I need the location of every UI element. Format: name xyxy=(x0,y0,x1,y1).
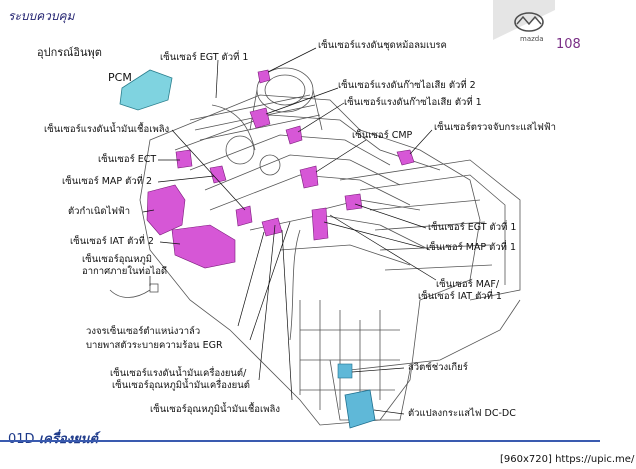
label-oil-1: เซ็นเซอร์แรงดันน้ำมันเครื่องยนต์/ xyxy=(110,368,247,379)
label-map1: เซ็นเซอร์ MAP ตัวที่ 1 xyxy=(426,242,516,253)
label-exhaust-pressure-1: เซ็นเซอร์แรงดันก๊าซไอเสีย ตัวที่ 1 xyxy=(344,97,482,108)
current-sensor-part xyxy=(396,149,415,166)
mazda-logo: mazda xyxy=(493,0,555,50)
label-brake-booster: เซ็นเซอร์แรงดันชุดหม้อลมเบรค xyxy=(318,40,447,51)
fuel-pressure-part xyxy=(235,205,253,227)
exhaust-pressure-1-part xyxy=(285,125,303,145)
footer-section: 01D เครื่องยนต์ xyxy=(8,428,98,449)
engine-diagram xyxy=(109,47,521,429)
egr-part xyxy=(261,217,283,237)
label-dcdc: ตัวแปลงกระแสไฟ DC-DC xyxy=(408,408,516,419)
watermark: [960x720] https://upic.me/ xyxy=(498,453,636,466)
label-cmp: เซ็นเซอร์ CMP xyxy=(352,130,413,141)
label-map2: เซ็นเซอร์ MAP ตัวที่ 2 xyxy=(62,176,152,187)
dcdc-converter xyxy=(344,389,376,429)
cmp-part xyxy=(299,165,319,189)
leader-lines xyxy=(142,47,437,415)
section-subtitle: อุปกรณ์อินพุต xyxy=(37,46,102,59)
label-iat2: เซ็นเซอร์ IAT ตัวที่ 2 xyxy=(70,236,154,247)
label-egt1-top: เซ็นเซอร์ EGT ตัวที่ 1 xyxy=(160,52,249,63)
exhaust-pressure-2-part xyxy=(249,107,271,129)
label-ambient-temp-1: เซ็นเซอร์อุณหภูมิ xyxy=(82,254,152,265)
iat2-part xyxy=(171,224,236,269)
label-gear-switch: สวิตช์ช่วงเกียร์ xyxy=(408,362,468,373)
footer-section-code: 01D xyxy=(8,432,35,447)
svg-text:mazda: mazda xyxy=(520,35,544,43)
ambient-temp-sensor xyxy=(109,283,159,298)
egt1-part xyxy=(344,193,363,211)
label-exhaust-pressure-2: เซ็นเซอร์แรงดันก๊าซไอเสีย ตัวที่ 2 xyxy=(338,80,476,91)
label-ect: เซ็นเซอร์ ECT xyxy=(98,154,157,165)
label-egr-1: วงจรเซ็นเซอร์ตำแหน่งวาล์ว xyxy=(86,326,201,337)
label-current-sensor: เซ็นเซอร์ตรวจจับกระแสไฟฟ้า xyxy=(434,122,556,133)
label-egr-2: บายพาสตัวระบายความร้อน EGR xyxy=(86,340,223,351)
map1-part xyxy=(311,207,329,241)
label-oil-2: เซ็นเซอร์อุณหภูมิน้ำมันเครื่องยนต์ xyxy=(112,380,250,391)
label-pcm: PCM xyxy=(108,71,132,84)
page-title: ระบบควบคุม xyxy=(8,9,75,23)
label-ambient-temp-2: อากาศภายในท่อไอดี xyxy=(82,266,168,277)
label-maf-1: เซ็นเซอร์ MAF/ xyxy=(436,279,500,290)
brake-booster-sensor-part xyxy=(257,69,271,84)
highlighted-sensors xyxy=(146,69,415,269)
ect-part xyxy=(175,149,193,169)
map2-part xyxy=(209,165,227,184)
label-maf-2: เซ็นเซอร์ IAT ตัวที่ 1 xyxy=(418,291,502,302)
page-number: 108 xyxy=(556,37,581,52)
generator-part xyxy=(146,184,186,236)
label-egt1-right: เซ็นเซอร์ EGT ตัวที่ 1 xyxy=(428,222,517,233)
gear-switch xyxy=(337,363,353,379)
label-generator: ตัวกำเนิดไฟฟ้า xyxy=(68,206,131,217)
footer-rule xyxy=(0,440,600,442)
label-fuel-pressure: เซ็นเซอร์แรงดันน้ำมันเชื้อเพลิง xyxy=(44,124,170,135)
footer-section-name: เครื่องยนต์ xyxy=(39,432,98,447)
label-fuel-temp: เซ็นเซอร์อุณหภูมิน้ำมันเชื้อเพลิง xyxy=(150,404,280,415)
pcm-module xyxy=(119,69,173,111)
